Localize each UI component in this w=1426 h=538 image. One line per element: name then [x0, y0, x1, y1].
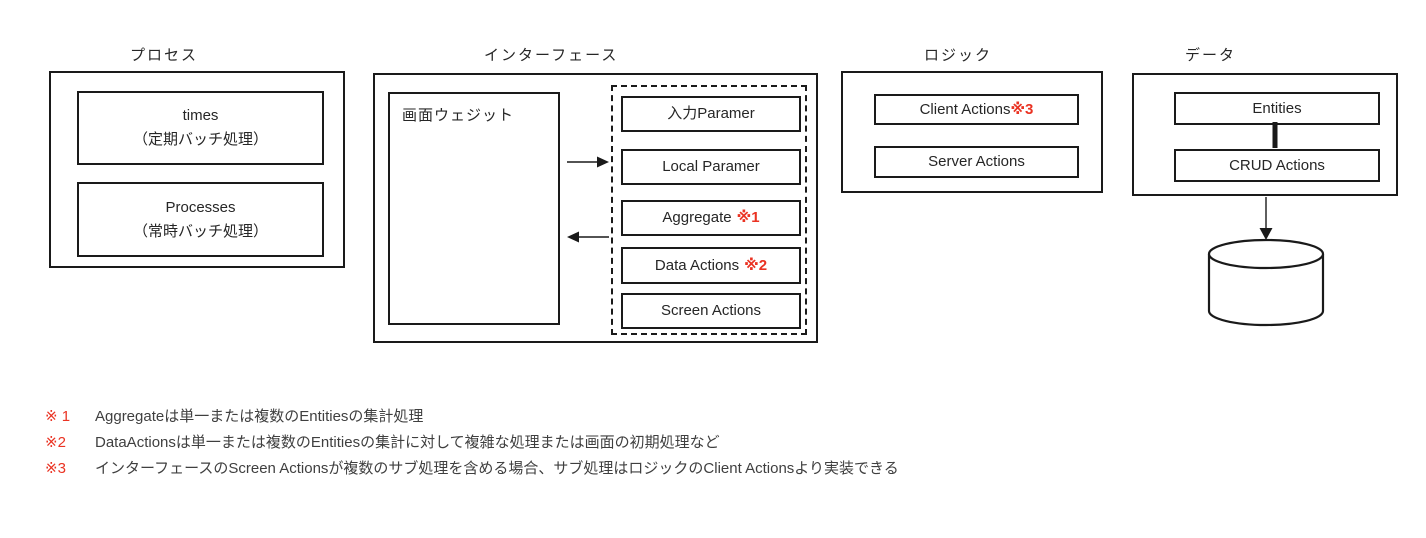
footnote-2-text: DataActionsは単一または複数のEntitiesの集計に対して複雑な処理… — [95, 434, 720, 451]
screen-widget-label: 画面ウェジット — [402, 107, 515, 124]
screen-actions-label: Screen Actions — [660, 302, 762, 319]
processes-batch-box: Processes （常時バッチ処理） — [77, 182, 324, 257]
screen-widget-box: 画面ウェジット — [388, 92, 560, 325]
processes-batch-label-jp: （常時バッチ処理） — [132, 222, 268, 240]
process-group-box: times （定期バッチ処理） Processes （常時バッチ処理） — [49, 71, 345, 268]
client-actions-note-ref: ※3 — [1010, 100, 1034, 118]
footnotes-section: ※ 1 Aggregateは単一または複数のEntitiesの集計処理 ※2 D… — [45, 407, 899, 485]
entities-box: Entities — [1174, 92, 1380, 125]
footnote-3: ※3 インターフェースのScreen Actionsが複数のサブ処理を含める場合… — [45, 459, 899, 478]
footnote-1-marker: ※ 1 — [45, 408, 71, 425]
arrow-down-icon — [1259, 197, 1273, 240]
local-paramer-box: Local Paramer — [621, 149, 801, 185]
input-paramer-label: 入力Paramer — [667, 105, 755, 122]
crud-actions-label: CRUD Actions — [1229, 156, 1325, 174]
times-batch-box: times （定期バッチ処理） — [77, 91, 324, 165]
interface-stack-dashed-container: 入力Paramer Local Paramer Aggregate ※1 Dat… — [611, 85, 807, 335]
server-actions-box: Server Actions — [874, 146, 1079, 178]
footnote-2-marker: ※2 — [45, 434, 66, 451]
logic-group-box: Client Actions ※3 Server Actions — [841, 71, 1103, 193]
client-actions-label: Client Actions — [919, 100, 1011, 118]
screen-actions-box: Screen Actions — [621, 293, 801, 329]
interface-group-box: 画面ウェジット 入力Paramer Local Paramer Aggregat… — [373, 73, 818, 343]
footnote-1: ※ 1 Aggregateは単一または複数のEntitiesの集計処理 — [45, 407, 899, 426]
data-actions-label: Data Actions — [654, 256, 740, 274]
times-batch-label-jp: （定期バッチ処理） — [132, 131, 268, 148]
footnote-2: ※2 DataActionsは単一または複数のEntitiesの集計に対して複雑… — [45, 433, 899, 452]
entities-label: Entities — [1252, 99, 1302, 117]
aggregate-label: Aggregate — [662, 209, 732, 226]
database-cylinder-icon — [1207, 238, 1325, 327]
footnote-3-marker: ※3 — [45, 460, 66, 477]
data-actions-box: Data Actions ※2 — [621, 247, 801, 284]
process-group-title: プロセス — [130, 47, 199, 64]
crud-actions-box: CRUD Actions — [1174, 149, 1380, 182]
times-batch-label-en: times — [182, 107, 219, 124]
client-actions-box: Client Actions ※3 — [874, 94, 1079, 125]
logic-group-title: ロジック — [924, 47, 993, 64]
footnote-3-text: インターフェースのScreen Actionsが複数のサブ処理を含める場合、サブ… — [95, 460, 899, 477]
data-group-box: Entities CRUD Actions — [1132, 73, 1398, 196]
footnote-1-text: Aggregateは単一または複数のEntitiesの集計処理 — [95, 408, 424, 425]
local-paramer-label: Local Paramer — [662, 158, 760, 175]
aggregate-box: Aggregate ※1 — [621, 200, 801, 236]
processes-batch-label-en: Processes — [165, 198, 236, 216]
input-paramer-box: 入力Paramer — [621, 96, 801, 132]
server-actions-label: Server Actions — [928, 153, 1025, 170]
data-group-title: データ — [1185, 47, 1237, 64]
aggregate-note-ref: ※1 — [736, 209, 760, 226]
interface-group-title: インターフェース — [484, 47, 619, 64]
data-actions-note-ref: ※2 — [744, 256, 768, 274]
